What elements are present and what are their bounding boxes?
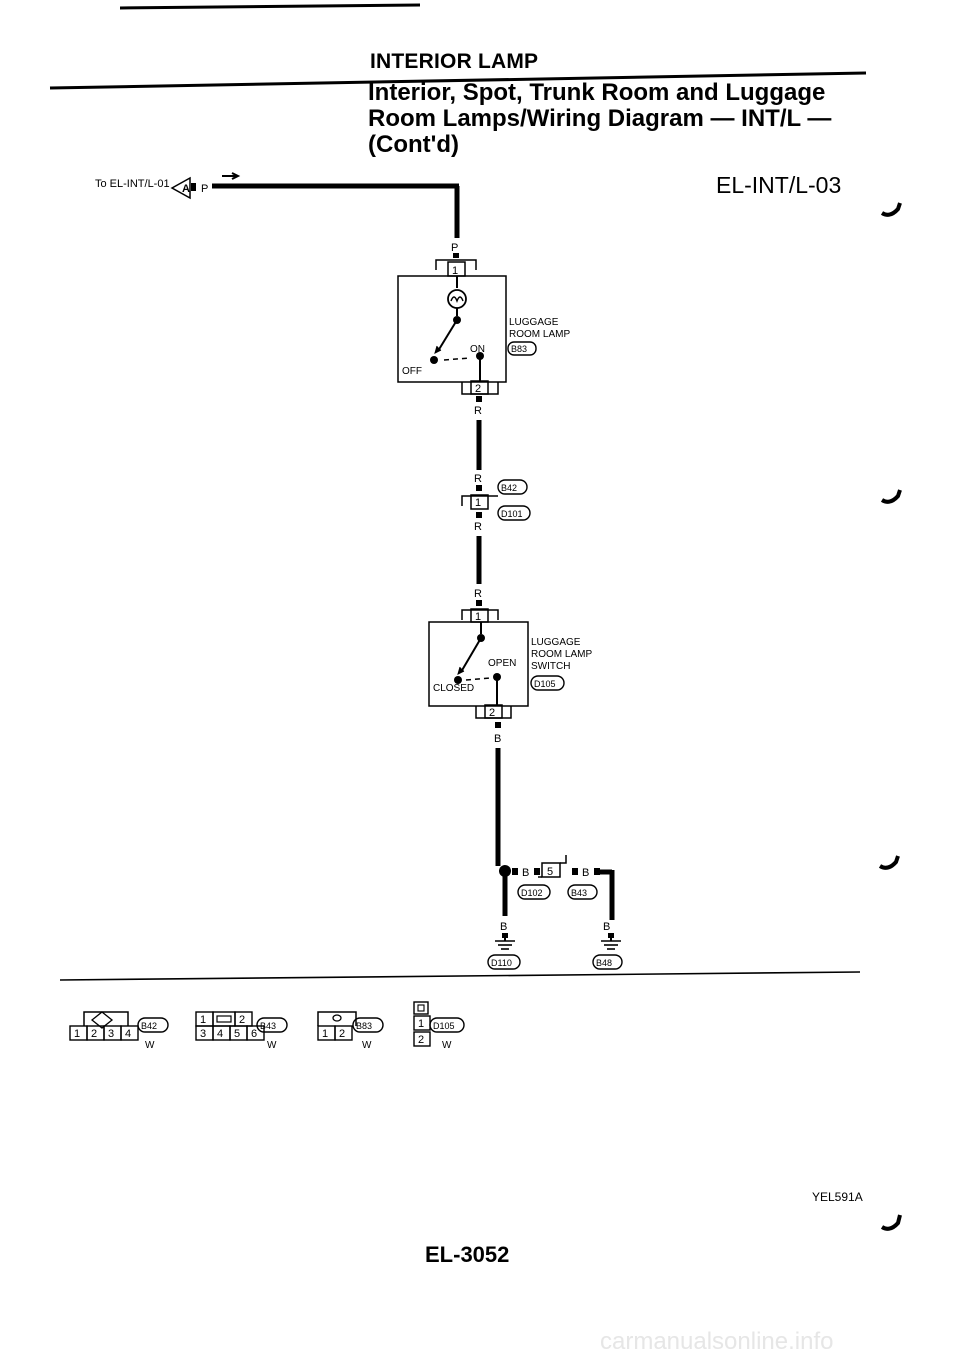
svg-text:2: 2 — [91, 1028, 97, 1040]
conn-b83-color: W — [362, 1040, 372, 1051]
lamp-name-1: LUGGAGE — [509, 317, 559, 328]
margin-tick-icon — [880, 489, 902, 504]
connector-view-d105: 1 2 D105 W — [413, 1001, 465, 1051]
switch-name-1: LUGGAGE — [531, 637, 581, 648]
svg-text:6: 6 — [251, 1028, 257, 1040]
header-rule — [49, 71, 867, 90]
to-reference-label: To EL-INT/L-01 — [95, 178, 170, 190]
lamp-state-on: ON — [470, 344, 485, 355]
switch-state-open: OPEN — [488, 658, 516, 669]
svg-text:3: 3 — [108, 1028, 114, 1040]
wire-r-label-3: R — [474, 521, 482, 533]
lamp-outline — [397, 275, 507, 383]
bulb-icon — [447, 289, 467, 309]
inline-connector-b42-d101: 1 B42 D101 — [461, 479, 531, 521]
joint-pin: 5 — [547, 866, 553, 878]
figure-code: YEL591A — [812, 1190, 863, 1204]
wire-r-label-2: R — [474, 473, 482, 485]
ref-wire-color: P — [201, 183, 208, 195]
wire-r-label-4: R — [474, 588, 482, 600]
margin-tick-icon — [880, 202, 902, 217]
switch-name-2: ROOM LAMP — [531, 649, 592, 660]
switch-pin-bottom: 2 — [489, 707, 495, 719]
wire-b-label-3: B — [582, 867, 589, 879]
margin-tick-icon — [880, 1214, 902, 1231]
switch-name-3: SWITCH — [531, 661, 570, 672]
conn-d105-color: W — [442, 1040, 452, 1051]
connector-view-b83: 1 2 B83 W — [317, 1011, 384, 1051]
lamp-connector-id: B83 — [511, 344, 527, 354]
ground-left-id: D110 — [491, 958, 512, 968]
svg-text:4: 4 — [217, 1028, 223, 1040]
connector-view-b43: 1 2 3 4 5 6 B43 W — [195, 1011, 288, 1051]
svg-text:2: 2 — [239, 1014, 245, 1026]
switch-connector-id: D105 — [534, 679, 556, 689]
inline-lower-id: D101 — [501, 509, 523, 519]
inline-upper-id: B42 — [501, 483, 517, 493]
subtitle-line-3: (Cont'd) — [368, 131, 459, 158]
luggage-room-lamp-switch: 1 OPEN CLOSED 2 LUGGAGE ROOM LAMP SWITCH… — [428, 608, 592, 719]
switch-pin-top: 1 — [475, 611, 481, 623]
svg-text:4: 4 — [125, 1028, 131, 1040]
connector-ref-marker: A P — [170, 172, 241, 200]
svg-text:1: 1 — [74, 1028, 80, 1040]
margin-tick-icon — [878, 855, 900, 870]
subtitle-line-2: Room Lamps/Wiring Diagram — INT/L — — [368, 105, 832, 132]
ground-icon-left — [495, 938, 515, 950]
top-scan-edge — [119, 3, 421, 10]
diagram-id: EL-INT/L-03 — [716, 172, 842, 198]
ground-icon-right — [601, 938, 621, 950]
wire-b-label-2: B — [522, 867, 529, 879]
conn-b43-id: B43 — [260, 1021, 276, 1031]
luggage-room-lamp: 1 ON OFF 2 LUGGAGE ROOM LAMP B83 — [397, 259, 570, 395]
inline-pin: 1 — [475, 497, 481, 509]
wire-p-label: P — [451, 242, 458, 254]
lamp-pin-bottom: 2 — [475, 383, 481, 395]
lamp-pin-top: 1 — [452, 265, 458, 277]
svg-text:2: 2 — [418, 1034, 424, 1046]
conn-d105-id: D105 — [433, 1021, 455, 1031]
conn-b83-id: B83 — [356, 1021, 372, 1031]
svg-text:1: 1 — [200, 1014, 206, 1026]
page-number: EL-3052 — [425, 1242, 510, 1267]
svg-text:5: 5 — [234, 1028, 240, 1040]
arrow-right-icon — [222, 172, 241, 180]
svg-text:3: 3 — [200, 1028, 206, 1040]
site-watermark: carmanualsonline.info — [600, 1328, 834, 1355]
conn-b42-color: W — [145, 1040, 155, 1051]
lamp-state-off: OFF — [402, 366, 422, 377]
svg-text:2: 2 — [339, 1028, 345, 1040]
section-title: INTERIOR LAMP — [370, 50, 539, 73]
conn-b42-id: B42 — [141, 1021, 157, 1031]
ref-marker-letter: A — [182, 183, 190, 195]
svg-text:1: 1 — [418, 1018, 424, 1030]
switch-arm — [460, 637, 482, 673]
joint-lower-id: B43 — [571, 888, 587, 898]
switch-outline — [428, 621, 529, 707]
wire-b-label-4: B — [500, 921, 507, 933]
section-divider — [59, 971, 861, 981]
joint-upper-id: D102 — [521, 888, 543, 898]
lamp-switch-arm — [437, 319, 458, 352]
splice-point — [499, 865, 511, 877]
wire-r-label-1: R — [474, 405, 482, 417]
switch-state-closed: CLOSED — [433, 683, 474, 694]
wire-b-label-5: B — [603, 921, 610, 933]
connector-view-b42: 1 2 3 4 B42 W — [69, 1011, 169, 1051]
subtitle-line-1: Interior, Spot, Trunk Room and Luggage — [368, 79, 826, 106]
lamp-name-2: ROOM LAMP — [509, 329, 570, 340]
conn-b43-color: W — [267, 1040, 277, 1051]
diagram-subtitle: Interior, Spot, Trunk Room and Luggage R… — [368, 80, 838, 158]
wire-b-label-1: B — [494, 733, 501, 745]
svg-text:1: 1 — [322, 1028, 328, 1040]
ground-right-id: B48 — [596, 958, 612, 968]
